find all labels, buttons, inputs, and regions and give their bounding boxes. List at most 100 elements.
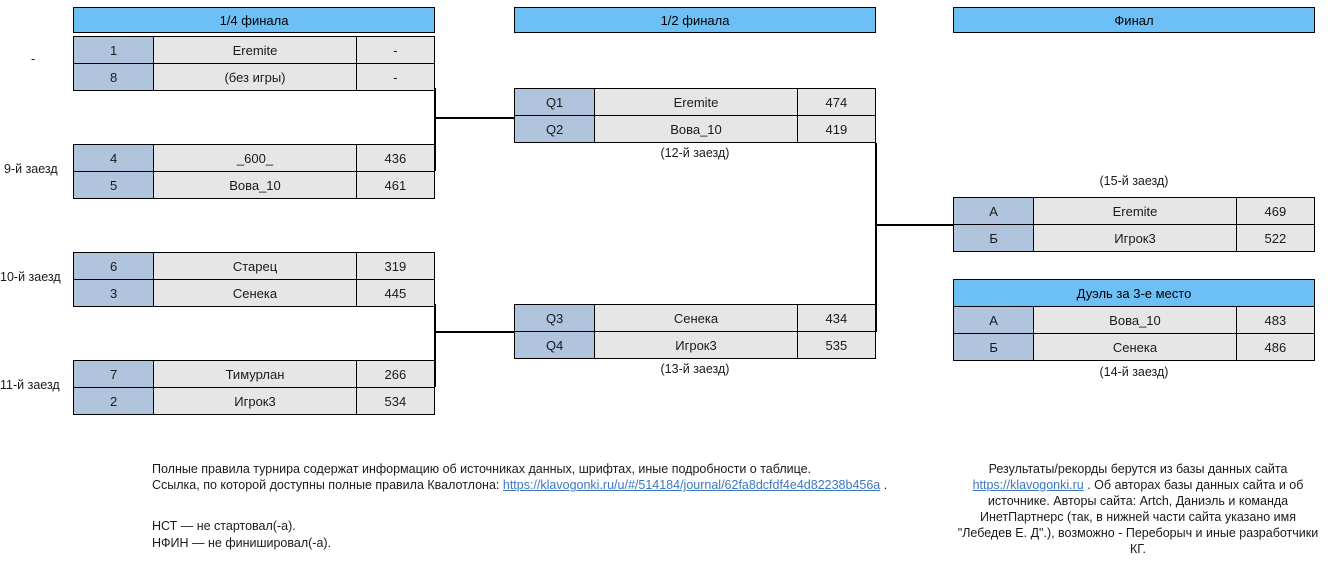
source-note-part1: Результаты/рекорды берутся из базы данны… bbox=[988, 462, 1288, 476]
connector-horizontal-top bbox=[434, 117, 514, 119]
table-row[interactable]: 6 Старец 319 bbox=[72, 252, 436, 280]
third-place-header-label: Дуэль за 3-е место bbox=[953, 279, 1315, 307]
match-table-sf-race13: Q3 Сенека 434 Q4 Игрок3 535 bbox=[513, 304, 877, 359]
column-header-final-label: Финал bbox=[1114, 13, 1154, 28]
player-name-cell: Eremite bbox=[594, 88, 798, 116]
source-note: Результаты/рекорды берутся из базы данны… bbox=[952, 461, 1324, 557]
round-label-race10: 10-й заезд bbox=[0, 270, 61, 284]
column-header-quarterfinal: 1/4 финала bbox=[73, 7, 435, 33]
seed-cell: Б bbox=[952, 224, 1035, 252]
table-row[interactable]: 7 Тимурлан 266 bbox=[72, 360, 436, 388]
player-name-cell: Игрок3 bbox=[153, 387, 357, 415]
table-row[interactable]: Б Игрок3 522 bbox=[952, 224, 1316, 252]
player-name-cell: Eremite bbox=[153, 36, 357, 64]
score-cell: 319 bbox=[355, 252, 436, 280]
rules-note-line2: Ссылка, по которой доступны полные прави… bbox=[152, 477, 887, 493]
match-table-qf-race9: 4 _600_ 436 5 Вова_10 461 bbox=[72, 144, 436, 199]
player-name-cell: Сенека bbox=[594, 304, 798, 332]
connector-vertical-bottom bbox=[434, 304, 436, 387]
table-row[interactable]: Q4 Игрок3 535 bbox=[513, 331, 877, 359]
table-row[interactable]: Q2 Вова_10 419 bbox=[513, 115, 877, 143]
table-row[interactable]: 1 Eremite - bbox=[72, 36, 436, 64]
score-cell: - bbox=[355, 36, 436, 64]
score-cell: - bbox=[355, 63, 436, 91]
rules-link[interactable]: https://klavogonki.ru/u/#/514184/journal… bbox=[502, 478, 881, 492]
player-name-cell: Вова_10 bbox=[1033, 306, 1237, 334]
seed-cell: 1 bbox=[72, 36, 155, 64]
table-row[interactable]: Q1 Eremite 474 bbox=[513, 88, 877, 116]
seed-cell: 4 bbox=[72, 144, 155, 172]
score-cell: 469 bbox=[1235, 197, 1316, 225]
seed-cell: 2 bbox=[72, 387, 155, 415]
third-place-header-row: Дуэль за 3-е место bbox=[953, 279, 1315, 307]
score-cell: 266 bbox=[355, 360, 436, 388]
abbr-nfin: НФИН — не финишировал(-а). bbox=[152, 536, 332, 550]
score-cell: 486 bbox=[1235, 333, 1316, 361]
table-row[interactable]: Б Сенека 486 bbox=[952, 333, 1316, 361]
seed-cell: А bbox=[952, 197, 1035, 225]
match-table-qf-race10: 6 Старец 319 3 Сенека 445 bbox=[72, 252, 436, 307]
round-label-race9: 9-й заезд bbox=[4, 162, 58, 176]
connector-vertical-final bbox=[875, 143, 877, 332]
score-cell: 419 bbox=[796, 115, 877, 143]
round-label-bye: - bbox=[31, 52, 36, 66]
player-name-cell: Старец bbox=[153, 252, 357, 280]
seed-cell: Q3 bbox=[513, 304, 596, 332]
column-header-semifinal: 1/2 финала bbox=[514, 7, 876, 33]
table-row[interactable]: 5 Вова_10 461 bbox=[72, 171, 436, 199]
table-row[interactable]: А Eremite 469 bbox=[952, 197, 1316, 225]
seed-cell: А bbox=[952, 306, 1035, 334]
score-cell: 445 bbox=[355, 279, 436, 307]
site-link[interactable]: https://klavogonki.ru bbox=[972, 478, 1084, 492]
player-name-cell: Тимурлан bbox=[153, 360, 357, 388]
round-label-race11: 11-й заезд bbox=[0, 378, 60, 392]
table-row[interactable]: 3 Сенека 445 bbox=[72, 279, 436, 307]
rules-note-prefix: Ссылка, по которой доступны полные прави… bbox=[152, 478, 503, 492]
score-cell: 483 bbox=[1235, 306, 1316, 334]
match-table-qf-race11: 7 Тимурлан 266 2 Игрок3 534 bbox=[72, 360, 436, 415]
match-table-final-race15: А Eremite 469 Б Игрок3 522 bbox=[952, 197, 1316, 252]
column-header-quarterfinal-label: 1/4 финала bbox=[219, 13, 289, 28]
score-cell: 436 bbox=[355, 144, 436, 172]
seed-cell: Q2 bbox=[513, 115, 596, 143]
seed-cell: 5 bbox=[72, 171, 155, 199]
player-name-cell: Игрок3 bbox=[594, 331, 798, 359]
rules-note: Полные правила турнира содержат информац… bbox=[152, 461, 887, 493]
rules-note-suffix: . bbox=[880, 478, 888, 492]
connector-horizontal-bottom bbox=[434, 331, 514, 333]
table-row[interactable]: Q3 Сенека 434 bbox=[513, 304, 877, 332]
seed-cell: Q4 bbox=[513, 331, 596, 359]
source-note-part2: . Об авторах базы данных сайта и об исто… bbox=[957, 478, 1319, 556]
column-header-final: Финал bbox=[953, 7, 1315, 33]
player-name-cell: Сенека bbox=[1033, 333, 1237, 361]
match-table-third-place-race14: Дуэль за 3-е место А Вова_10 483 Б Сенек… bbox=[952, 279, 1316, 361]
caption-race14: (14-й заезд) bbox=[1099, 365, 1169, 379]
player-name-cell: Вова_10 bbox=[594, 115, 798, 143]
table-row[interactable]: 4 _600_ 436 bbox=[72, 144, 436, 172]
abbr-nst: НСТ — не стартовал(-а). bbox=[152, 519, 296, 533]
player-name-cell: _600_ bbox=[153, 144, 357, 172]
table-row[interactable]: 2 Игрок3 534 bbox=[72, 387, 436, 415]
player-name-cell: Вова_10 bbox=[153, 171, 357, 199]
connector-vertical-top bbox=[434, 88, 436, 171]
seed-cell: 8 bbox=[72, 63, 155, 91]
table-row[interactable]: А Вова_10 483 bbox=[952, 306, 1316, 334]
seed-cell: Б bbox=[952, 333, 1035, 361]
score-cell: 434 bbox=[796, 304, 877, 332]
column-header-semifinal-label: 1/2 финала bbox=[660, 13, 730, 28]
score-cell: 534 bbox=[355, 387, 436, 415]
player-name-cell: Игрок3 bbox=[1033, 224, 1237, 252]
score-cell: 522 bbox=[1235, 224, 1316, 252]
caption-race12: (12-й заезд) bbox=[660, 146, 730, 160]
table-row[interactable]: 8 (без игры) - bbox=[72, 63, 436, 91]
score-cell: 474 bbox=[796, 88, 877, 116]
caption-race13: (13-й заезд) bbox=[660, 362, 730, 376]
connector-horizontal-final bbox=[875, 224, 953, 226]
score-cell: 535 bbox=[796, 331, 877, 359]
seed-cell: Q1 bbox=[513, 88, 596, 116]
seed-cell: 7 bbox=[72, 360, 155, 388]
match-table-qf-bye: 1 Eremite - 8 (без игры) - bbox=[72, 36, 436, 91]
score-cell: 461 bbox=[355, 171, 436, 199]
match-table-sf-race12: Q1 Eremite 474 Q2 Вова_10 419 bbox=[513, 88, 877, 143]
player-name-cell: Сенека bbox=[153, 279, 357, 307]
